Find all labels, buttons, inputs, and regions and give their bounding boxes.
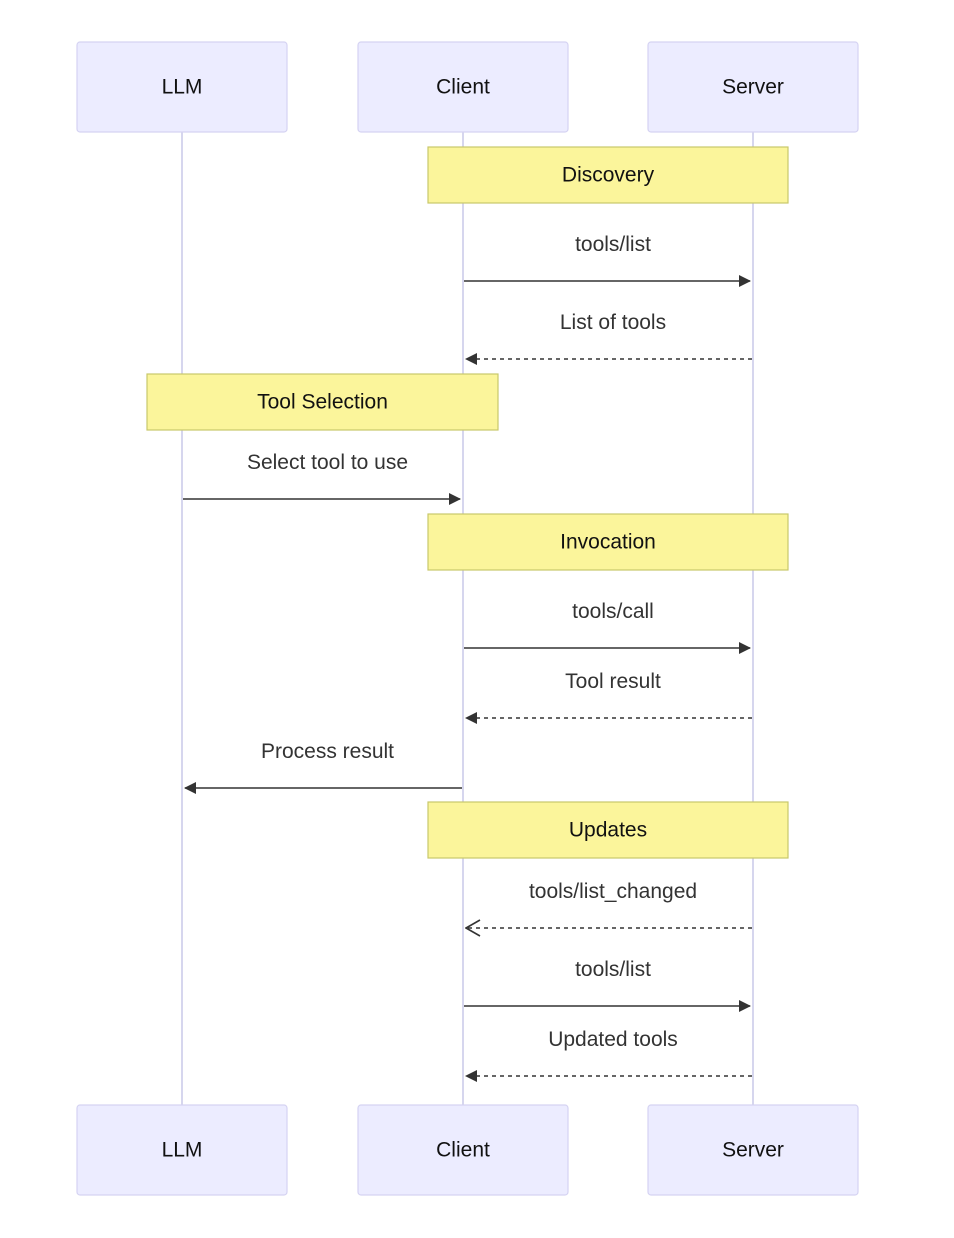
actor-llm-bottom: LLM [76, 1104, 288, 1196]
note-box [146, 373, 499, 431]
message-tools-list-changed: tools/list_changed [466, 880, 752, 928]
message-label: Process result [261, 740, 394, 763]
message-label: Tool result [565, 670, 661, 693]
message-tools-list: tools/list [464, 958, 751, 1012]
actor-box [647, 1104, 859, 1196]
note-box [427, 801, 789, 859]
actor-client-top: Client [357, 41, 569, 133]
actor-llm-top: LLM [76, 41, 288, 133]
message-tools-call: tools/call [464, 600, 751, 654]
actor-label: Server [722, 1139, 784, 1162]
actor-label: Client [436, 76, 490, 99]
message-select-tool-to-use: Select tool to use [183, 451, 461, 505]
note-discovery: Discovery [427, 146, 789, 204]
message-label: Select tool to use [247, 451, 408, 474]
message-tool-result: Tool result [465, 670, 752, 724]
message-label: tools/list_changed [529, 880, 697, 903]
actor-server-top: Server [647, 41, 859, 133]
message-label: tools/call [572, 600, 654, 623]
message-label: tools/list [575, 233, 651, 256]
note-label: Tool Selection [257, 391, 388, 414]
message-tools-list: tools/list [464, 233, 751, 287]
note-invocation: Invocation [427, 513, 789, 571]
message-label: List of tools [560, 311, 666, 334]
message-list-of-tools: List of tools [465, 311, 752, 365]
actor-label: LLM [162, 76, 203, 99]
message-process-result: Process result [184, 740, 462, 794]
message-label: tools/list [575, 958, 651, 981]
actor-box [357, 1104, 569, 1196]
actor-box [76, 1104, 288, 1196]
note-label: Updates [569, 819, 647, 842]
actor-box [647, 41, 859, 133]
actor-label: LLM [162, 1139, 203, 1162]
note-box [427, 146, 789, 204]
actor-label: Server [722, 76, 784, 99]
actor-box [76, 41, 288, 133]
note-box [427, 513, 789, 571]
note-updates: Updates [427, 801, 789, 859]
actor-box [357, 41, 569, 133]
actor-server-bottom: Server [647, 1104, 859, 1196]
actor-label: Client [436, 1139, 490, 1162]
message-label: Updated tools [548, 1028, 678, 1051]
note-label: Discovery [562, 164, 655, 187]
note-tool-selection: Tool Selection [146, 373, 499, 431]
actor-client-bottom: Client [357, 1104, 569, 1196]
note-label: Invocation [560, 531, 656, 554]
message-updated-tools: Updated tools [465, 1028, 752, 1082]
